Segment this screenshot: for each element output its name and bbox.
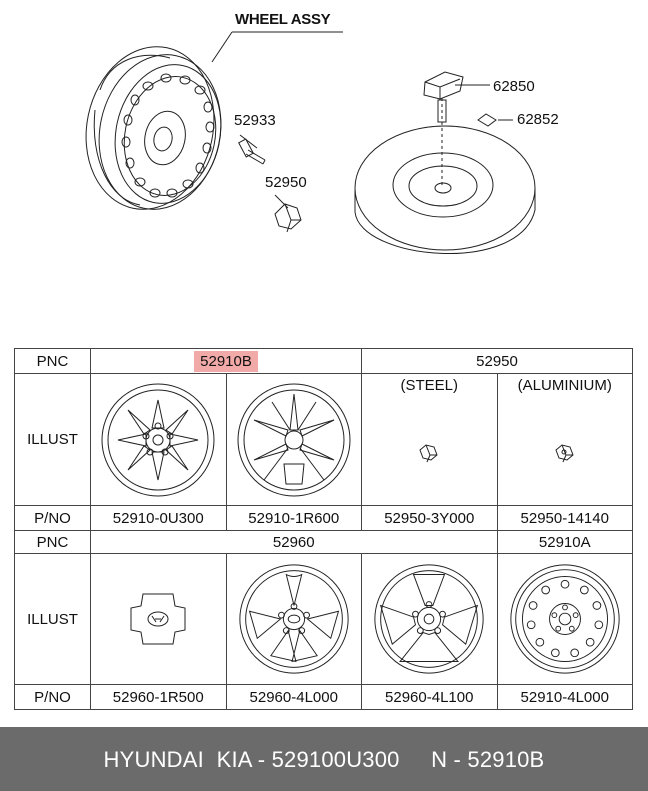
- callout-62852: 62852: [517, 111, 559, 128]
- steel-wheel-icon: [510, 564, 620, 674]
- pnc-cell: 52910B: [90, 348, 362, 374]
- row-label-illust: ILLUST: [14, 373, 91, 506]
- table-row: P/NO 52910-0U300 52910-1R600 52950-3Y000…: [14, 505, 633, 531]
- part-number: 52960-4L100: [361, 684, 498, 710]
- part-number: 52960-1R500: [90, 684, 227, 710]
- alloy-wheel-twin-spoke-icon: [374, 564, 484, 674]
- footer-part-reference: HYUNDAI KIA - 529100U300 N - 52910B: [103, 747, 545, 772]
- row-label-pno: P/NO: [14, 684, 91, 710]
- callout-52950: 52950: [265, 174, 307, 191]
- callout-62850: 62850: [493, 78, 535, 95]
- lug-nut-drawing: [274, 203, 302, 233]
- pnc-cell: 52960: [90, 530, 498, 554]
- leader-52933: [239, 134, 258, 149]
- row-label-pno: P/NO: [14, 505, 91, 531]
- illust-cell: [90, 373, 227, 506]
- alloy-wheel-5-spoke-icon: [239, 564, 349, 674]
- steel-lug-nut-icon: [419, 443, 438, 462]
- alloy-wheel-12-spoke-icon: [237, 383, 351, 496]
- callout-52933: 52933: [234, 112, 276, 129]
- table-row: ILLUST: [14, 553, 633, 685]
- wheel-vent-holes: [121, 73, 215, 198]
- pnc-cell: 52950: [361, 348, 633, 374]
- alloy-wheel-10-spoke-icon: [101, 383, 215, 496]
- part-number: 52910-0U300: [90, 505, 227, 531]
- illust-cell: (ALUMINIUM): [496, 373, 633, 506]
- part-number: 52960-4L000: [225, 684, 362, 710]
- wheel-assembly-diagram: [85, 31, 536, 255]
- table-row: PNC 52960 52910A: [14, 530, 633, 554]
- parts-table: PNC 52910B 52950 ILLUST: [14, 348, 633, 710]
- spare-tire-drawing: [354, 125, 536, 255]
- pnc-cell: 52910A: [496, 530, 633, 554]
- caption-aluminium: (ALUMINIUM): [517, 377, 612, 394]
- table-row: ILLUST: [14, 373, 633, 506]
- part-number: 52910-1R600: [225, 505, 362, 531]
- center-cap-icon: [130, 593, 186, 645]
- illust-cell: [496, 553, 633, 685]
- steel-wheel-drawing: [85, 46, 222, 210]
- illust-cell: [225, 373, 362, 506]
- part-number: 52950-14140: [496, 505, 633, 531]
- table-row: P/NO 52960-1R500 52960-4L000 52960-4L100…: [14, 684, 633, 710]
- table-row: PNC 52910B 52950: [14, 348, 633, 374]
- part-number: 52950-3Y000: [361, 505, 498, 531]
- spacer-drawing: [477, 113, 513, 127]
- pnc-highlighted: 52910B: [194, 350, 258, 372]
- row-label-illust: ILLUST: [14, 553, 91, 685]
- illust-cell: [225, 553, 362, 685]
- footer-banner: HYUNDAI KIA - 529100U300 N - 52910B: [0, 727, 648, 791]
- caption-steel: (STEEL): [400, 377, 458, 394]
- aluminium-lug-nut-icon: [555, 443, 574, 462]
- leader-52950: [274, 194, 289, 209]
- illust-cell: [361, 553, 498, 685]
- row-label-pnc: PNC: [14, 348, 91, 374]
- diagram-title: WHEEL ASSY: [235, 11, 331, 28]
- row-label-pnc: PNC: [14, 530, 91, 554]
- spare-tire-bolt-drawing: [423, 71, 490, 188]
- part-number: 52910-4L000: [496, 684, 633, 710]
- illust-cell: [90, 553, 227, 685]
- wheel-stud-drawing: [238, 138, 266, 165]
- illust-cell: (STEEL): [361, 373, 498, 506]
